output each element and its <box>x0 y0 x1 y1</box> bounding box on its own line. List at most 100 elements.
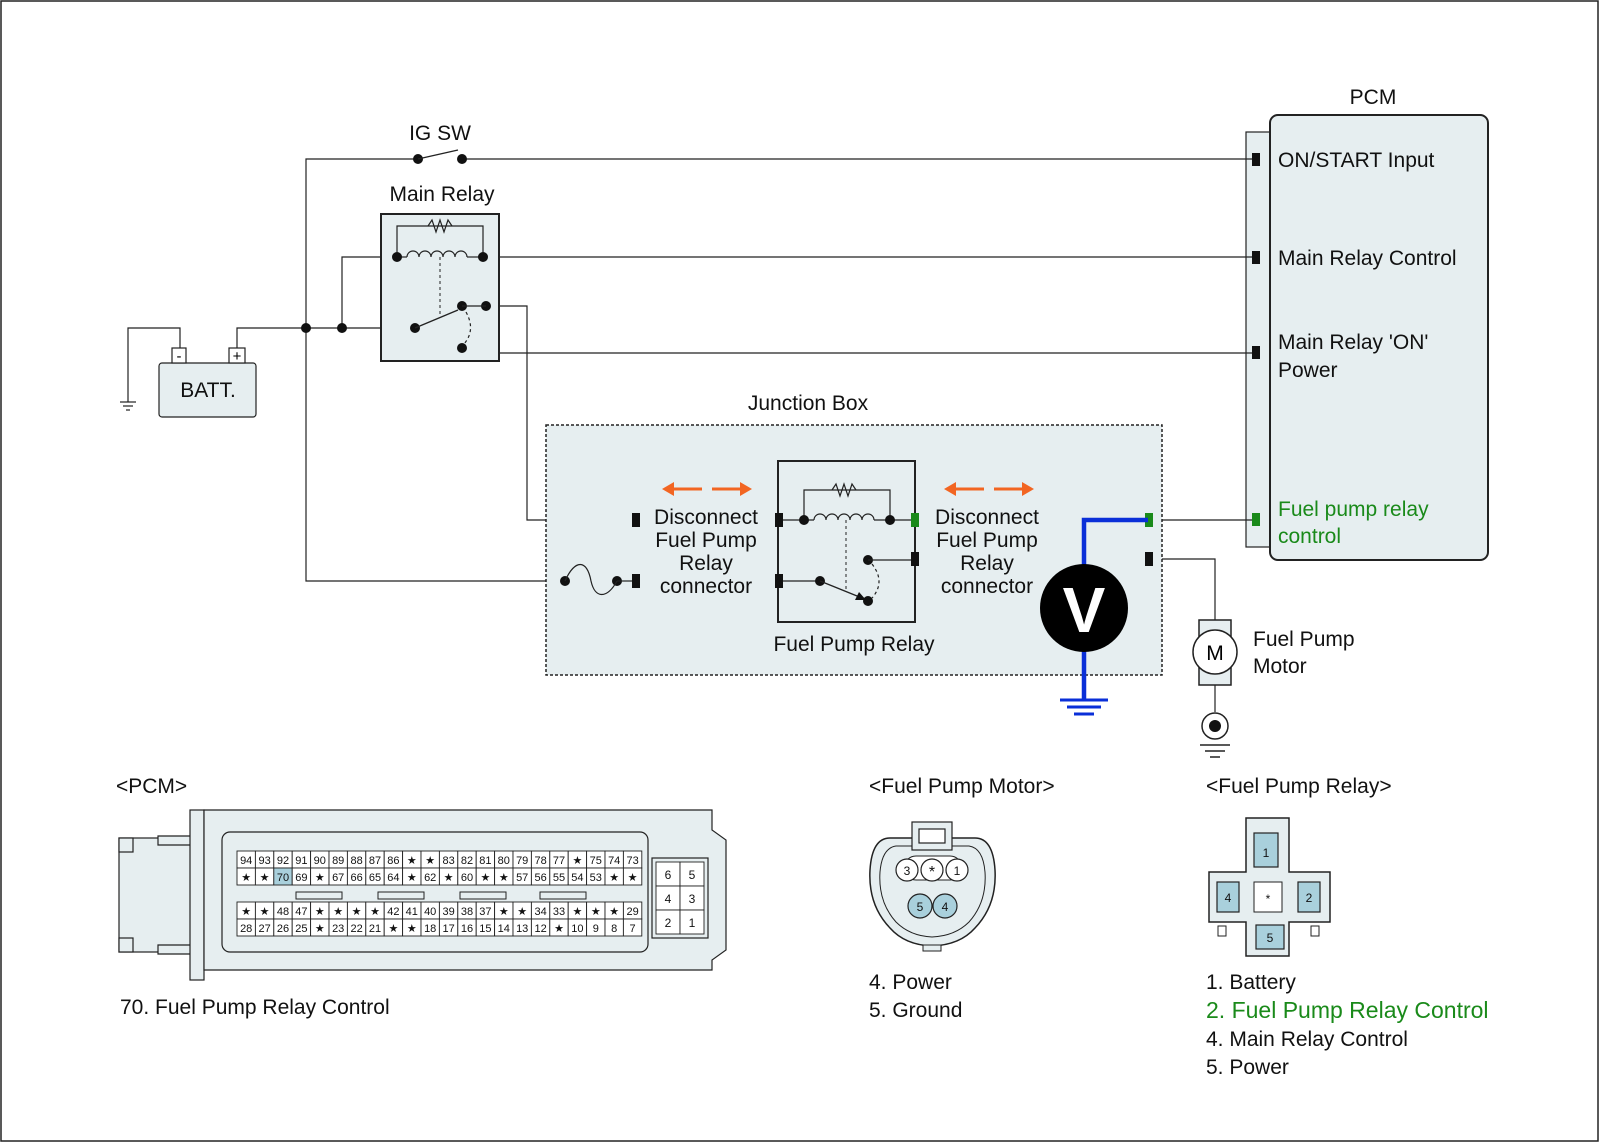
disconnect-left-line-2: Fuel Pump <box>655 529 757 552</box>
pcm-pin-label: 48 <box>277 906 289 918</box>
on-start-input-label: ON/START Input <box>1278 149 1435 172</box>
pcm-terminal-green <box>1252 513 1260 526</box>
fpm-pin-3: 3 <box>904 864 911 878</box>
pcm-small-pin-label: 2 <box>665 916 672 930</box>
pcm-pin-label: ★ <box>407 855 417 867</box>
pcm-pin-label: 47 <box>295 906 307 918</box>
pcm-pin-label: ★ <box>315 872 325 884</box>
pcm-pin-label: ★ <box>572 906 582 918</box>
battery-label: BATT. <box>180 379 236 402</box>
pcm-terminal <box>1252 153 1260 166</box>
fuel-pump-relay: Fuel Pump Relay <box>773 460 935 656</box>
pcm-pin-label: 67 <box>332 872 344 884</box>
pcm-pin-label: 38 <box>461 906 473 918</box>
pcm-pin-label: ★ <box>315 923 325 935</box>
fpm-legend-2: 5. Ground <box>869 999 962 1022</box>
pcm-pin-label: 13 <box>516 923 528 935</box>
pcm-pin-label: 90 <box>314 855 326 867</box>
pcm-pin-label: 86 <box>387 855 399 867</box>
main-relay: Main Relay <box>380 183 500 362</box>
pcm-pin-label: 28 <box>240 923 252 935</box>
pcm-pin-label: 56 <box>534 872 546 884</box>
pcm-pin-label: ★ <box>609 872 619 884</box>
pcm-small-pin-cell <box>679 909 705 935</box>
fuel-pump-relay-label: Fuel Pump Relay <box>773 633 935 656</box>
pcm-pin-label: ★ <box>388 923 398 935</box>
main-relay-label: Main Relay <box>389 183 495 206</box>
fpm-pin-star: * <box>929 864 935 881</box>
battery: - + BATT. <box>158 347 257 418</box>
pcm-small-pin-cell <box>655 909 681 935</box>
pcm-pin-cell <box>622 867 643 886</box>
pcm-small-pin-label: 4 <box>665 892 672 906</box>
pcm-pin-label: 29 <box>626 906 638 918</box>
pcm-small-pin-label: 3 <box>689 892 696 906</box>
pcm-pin-label: 40 <box>424 906 436 918</box>
pcm-pin-label: 18 <box>424 923 436 935</box>
pcm-pin-label: ★ <box>333 906 343 918</box>
pcm-pin-label: ★ <box>499 906 509 918</box>
fuel-pump-relay-connector-title: <Fuel Pump Relay> <box>1206 775 1392 798</box>
pcm-pin-label: 94 <box>240 855 252 867</box>
fuel-pump-motor-label-2: Motor <box>1253 655 1307 678</box>
pcm-pin-label: 15 <box>479 923 491 935</box>
fuel-pump-relay-control-label-2: control <box>1278 525 1341 548</box>
fpr-legend-2: 2. Fuel Pump Relay Control <box>1206 997 1489 1023</box>
pcm-pin-label: 17 <box>442 923 454 935</box>
pcm-pin-label: 33 <box>553 906 565 918</box>
pcm-small-pin-label: 6 <box>665 868 672 882</box>
pcm-connector-title: <PCM> <box>116 775 187 798</box>
pcm-pin-label: 91 <box>295 855 307 867</box>
pcm-pin-label: 55 <box>553 872 565 884</box>
pcm-pin-label: 42 <box>387 906 399 918</box>
pcm-pin-label: 73 <box>626 855 638 867</box>
fpm-pin-1: 1 <box>954 864 961 878</box>
motor-icon <box>1192 629 1238 675</box>
pcm-pin-label: 57 <box>516 872 528 884</box>
ig-sw-label: IG SW <box>409 122 471 145</box>
pcm-pin-label: 9 <box>593 923 599 935</box>
pcm-pin-label: 53 <box>590 872 602 884</box>
fuel-pump-motor: M Fuel Pump Motor <box>1192 619 1355 758</box>
pcm-pin-label: ★ <box>591 906 601 918</box>
pcm-pin-label: 93 <box>258 855 270 867</box>
battery-minus-label: - <box>177 348 182 365</box>
pcm-pin-label: 7 <box>630 923 636 935</box>
pcm-pin-label: ★ <box>480 872 490 884</box>
pcm-pin-label: 87 <box>369 855 381 867</box>
main-relay-on-power-label-1: Main Relay 'ON' <box>1278 331 1428 354</box>
disconnect-right-line-4: connector <box>941 575 1033 598</box>
pcm-pin-label: 37 <box>479 906 491 918</box>
pcm-pin-label: 92 <box>277 855 289 867</box>
pcm-pin-label: ★ <box>609 906 619 918</box>
fpr-pin-star: * <box>1266 892 1271 906</box>
pcm-pin-label: ★ <box>554 923 564 935</box>
pcm-pin-label: ★ <box>260 872 270 884</box>
pcm-pin-label: ★ <box>517 906 527 918</box>
fpr-pin-4: 4 <box>1225 891 1232 905</box>
pcm-pin-label: ★ <box>407 872 417 884</box>
pcm-terminal <box>1252 251 1260 264</box>
junction-box: Junction Box Disconnect Fuel Pump Relay … <box>545 392 1163 716</box>
pcm-small-pin-label: 1 <box>689 916 696 930</box>
pcm-pin-label: 39 <box>442 906 454 918</box>
fpr-pin-2: 2 <box>1306 891 1313 905</box>
fuel-pump-relay-connector-face: <Fuel Pump Relay> 1 4 * 2 5 1. Battery 2… <box>1206 775 1489 1079</box>
pcm-pin-label: 83 <box>442 855 454 867</box>
pcm-pin-label: ★ <box>241 872 251 884</box>
pcm-pin-label: 70 <box>277 872 289 884</box>
pcm-pin-label: 8 <box>611 923 617 935</box>
pcm-pin-label: 16 <box>461 923 473 935</box>
voltmeter-icon <box>1040 564 1128 652</box>
pcm-pin-label: 22 <box>350 923 362 935</box>
pcm-pin-label: ★ <box>260 906 270 918</box>
disconnect-arrows-left <box>662 482 752 496</box>
pcm-pin-label: 81 <box>479 855 491 867</box>
voltmeter-label: V <box>1063 574 1106 646</box>
pcm-pin-label: ★ <box>241 906 251 918</box>
pcm-pin-label: ★ <box>407 923 417 935</box>
pcm-pin-label: 75 <box>590 855 602 867</box>
pcm-pin-label: 78 <box>534 855 546 867</box>
